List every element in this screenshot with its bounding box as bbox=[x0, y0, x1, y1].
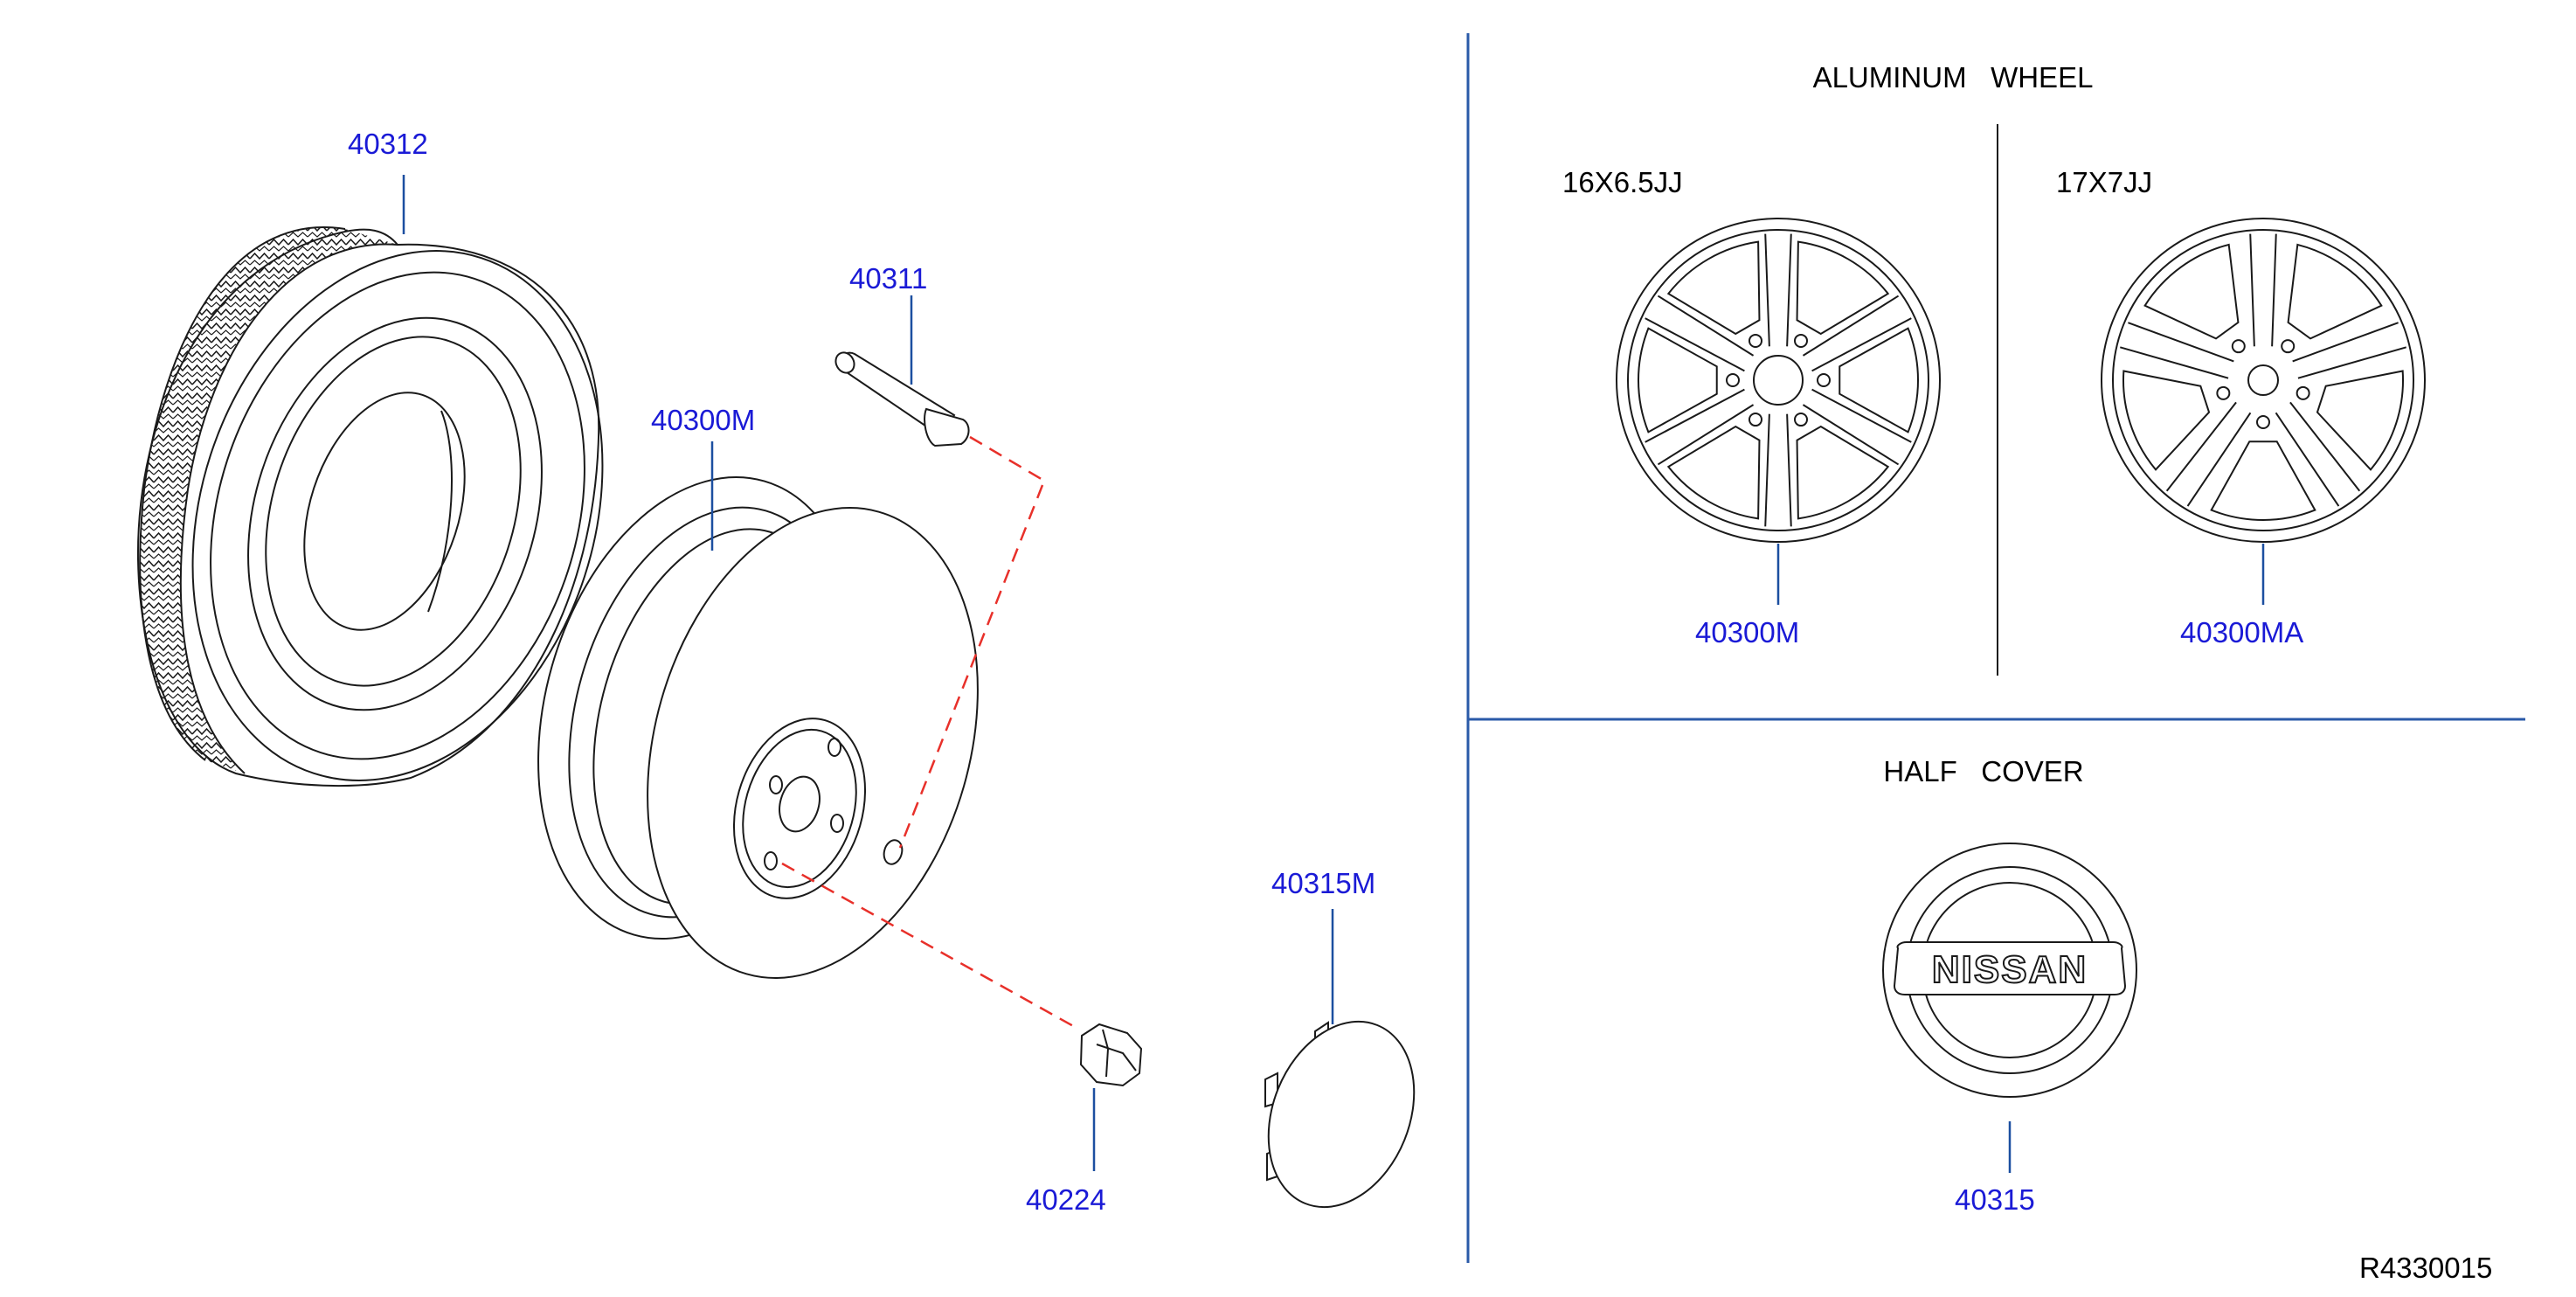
section-title-aluminum-wheel: ALUMINUM WHEEL bbox=[1813, 61, 2094, 94]
alloy-wheel-17-drawing bbox=[2101, 218, 2426, 605]
tire-drawing bbox=[136, 175, 604, 787]
section-title-half-cover: HALF COVER bbox=[1883, 755, 2083, 787]
valve-phantom-line bbox=[898, 435, 1046, 849]
part-number-center-cap[interactable]: 40315M bbox=[1271, 867, 1375, 899]
part-number-nut[interactable]: 40224 bbox=[1026, 1183, 1106, 1216]
steel-wheel-drawing bbox=[537, 441, 979, 979]
part-number-valve[interactable]: 40311 bbox=[849, 262, 927, 295]
section-dividers bbox=[1466, 33, 2525, 1263]
center-cap-drawing bbox=[1264, 909, 1416, 1209]
part-number-alloy-17[interactable]: 40300MA bbox=[2180, 616, 2303, 648]
size-label-17: 17X7JJ bbox=[2056, 166, 2152, 198]
size-label-16: 16X6.5JJ bbox=[1562, 166, 1683, 198]
alloy-wheel-16-drawing bbox=[1616, 218, 1941, 605]
half-cover-drawing: NISSAN bbox=[1882, 843, 2137, 1173]
part-number-steel-wheel[interactable]: 40300M bbox=[651, 404, 755, 436]
part-number-tire[interactable]: 40312 bbox=[348, 128, 428, 160]
diagram-code: R4330015 bbox=[2359, 1252, 2492, 1284]
nut-phantom-line bbox=[781, 862, 1076, 1029]
nissan-emblem-text: NISSAN bbox=[1932, 948, 2088, 991]
valve-drawing bbox=[834, 295, 970, 447]
lug-nut-drawing bbox=[1079, 1023, 1143, 1171]
part-number-alloy-16[interactable]: 40300M bbox=[1695, 616, 1799, 648]
part-number-half-cover[interactable]: 40315 bbox=[1955, 1183, 2035, 1216]
